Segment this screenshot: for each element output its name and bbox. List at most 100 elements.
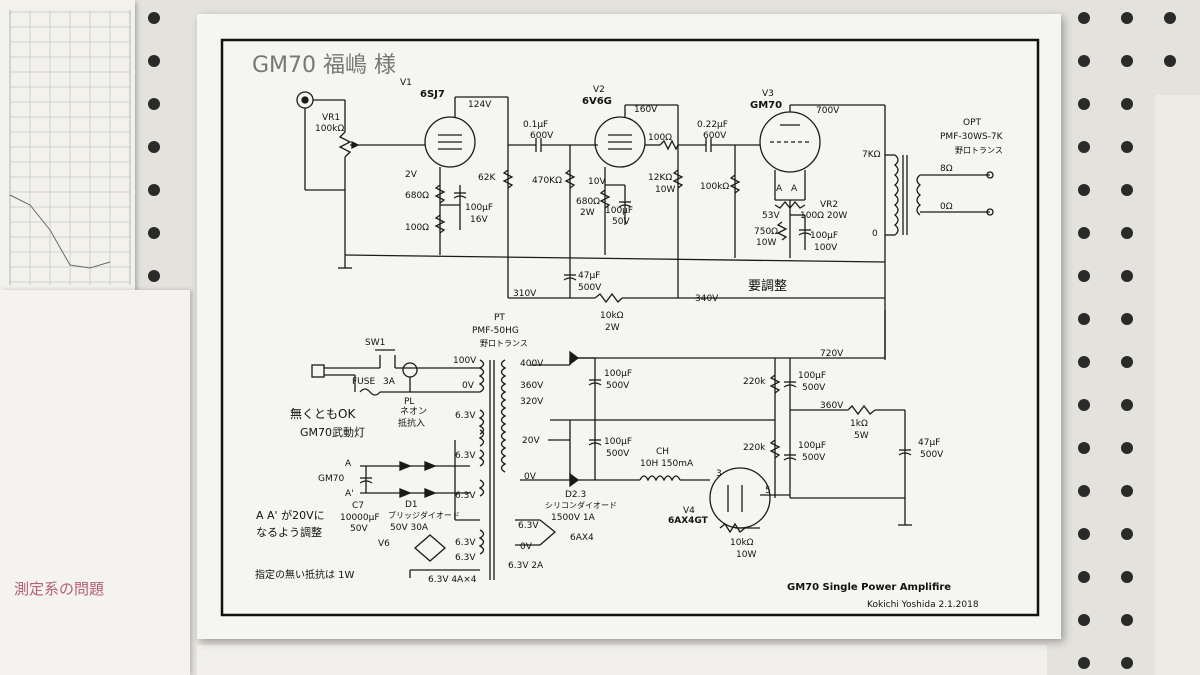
v124-label: 124V — [468, 100, 492, 110]
c100-100: 100μF — [810, 231, 838, 241]
wiring — [296, 91, 994, 580]
c100-500c-v: 500V — [606, 449, 630, 459]
pegboard-hole — [1121, 485, 1133, 497]
v1-ref: V1 — [400, 78, 412, 88]
v6-label: V6 — [378, 539, 390, 549]
v4-ref: V4 — [683, 506, 695, 516]
pegboard-hole — [1078, 485, 1090, 497]
c100-500a: 100μF — [604, 369, 632, 379]
c2-voltage: 600V — [703, 131, 727, 141]
c100-50: 100μF — [605, 206, 633, 216]
c100-500d-v: 500V — [802, 453, 826, 463]
ch: CH — [656, 447, 669, 457]
c100v: 100V — [814, 243, 838, 253]
hw-gm70-note: GM70武動灯 — [300, 425, 365, 439]
gm70-label: GM70 — [318, 474, 344, 484]
t20: 20V — [522, 436, 540, 446]
vr1-value: 100kΩ — [315, 124, 344, 134]
c1-label: 0.1μF — [523, 120, 548, 130]
c1-voltage: 600V — [530, 131, 554, 141]
pegboard-hole — [1078, 12, 1090, 24]
c47a-v: 500V — [578, 283, 602, 293]
r100-grid: 100Ω — [648, 133, 672, 143]
pegboard-hole — [1078, 313, 1090, 325]
pegboard-hole — [1078, 399, 1090, 411]
c47a: 47μF — [578, 271, 600, 281]
schematic-border — [220, 38, 1040, 617]
w2: 2W — [580, 208, 595, 218]
c100-16: 100μF — [465, 203, 493, 213]
c100-500a-v: 500V — [606, 381, 630, 391]
pegboard-hole — [1078, 657, 1090, 669]
opt-maker: 野口トランス — [955, 146, 1003, 155]
c47b-v: 500V — [920, 450, 944, 460]
pegboard-hole — [1078, 270, 1090, 282]
ax4: 6AX4 — [570, 533, 594, 543]
pegboard-hole — [1121, 184, 1133, 196]
right-sheet — [1155, 95, 1200, 675]
pegboard-hole — [1121, 313, 1133, 325]
c50v: 50V — [612, 217, 630, 227]
hw-hum: 要調整 — [748, 279, 787, 294]
r100k: 100kΩ — [700, 182, 729, 192]
z0: 0Ω — [940, 202, 953, 212]
v2-type: 6V6G — [582, 96, 612, 107]
left-graph-sheet — [0, 0, 135, 290]
c7-v: 50V — [350, 524, 368, 534]
c16v: 16V — [470, 215, 488, 225]
v310: 310V — [513, 289, 537, 299]
d23-desc: シリコンダイオード — [545, 500, 617, 510]
pegboard-hole — [148, 141, 160, 153]
neon: ネオン — [400, 406, 427, 417]
v720: 720V — [820, 349, 844, 359]
pegboard-hole — [1121, 98, 1133, 110]
pt-model: PMF-50HG — [472, 326, 519, 336]
r10k: 10kΩ — [600, 311, 624, 321]
r10k-v4-w: 10W — [736, 550, 756, 560]
pegboard-hole — [148, 12, 160, 24]
pegboard-hole — [1078, 184, 1090, 196]
sw1: SW1 — [365, 338, 385, 348]
c100-500b: 100μF — [798, 371, 826, 381]
pegboard-hole — [1164, 55, 1176, 67]
fuse-a: 3A — [383, 377, 396, 387]
d23-value: 1500V 1A — [551, 513, 596, 523]
pegboard-hole — [1121, 356, 1133, 368]
v700-label: 700V — [816, 106, 840, 116]
pegboard-hole — [1121, 12, 1133, 24]
heater-63c: 6.3V — [455, 491, 476, 501]
w10: 10W — [655, 185, 675, 195]
v3-ref: V3 — [762, 89, 774, 99]
pegboard-hole — [1078, 227, 1090, 239]
pegboard-hole — [1078, 528, 1090, 540]
v360: 360V — [820, 401, 844, 411]
c7-value: 10000μF — [340, 513, 380, 523]
heater-63d: 6.3V — [455, 538, 476, 548]
k7: 7KΩ — [862, 150, 881, 160]
t320: 320V — [520, 397, 544, 407]
v3-type: GM70 — [750, 100, 782, 111]
pegboard-hole — [1078, 141, 1090, 153]
hw-aa-note: A A' が20Vに — [256, 508, 325, 522]
c2-label: 0.22μF — [697, 120, 728, 130]
zero: 0 — [872, 229, 878, 239]
left-lower-sheet: 測定系の問題 — [0, 290, 190, 675]
pegboard-hole — [1121, 614, 1133, 626]
resistor-note: 指定の無い抵抗は 1W — [255, 568, 355, 581]
aa-right: A — [791, 184, 798, 194]
c100-500c: 100μF — [604, 437, 632, 447]
aa2: A' — [345, 489, 354, 499]
r12k: 12KΩ — [648, 173, 672, 183]
v4-pin-a: 3 — [716, 469, 722, 479]
aa-left: A — [776, 184, 783, 194]
heater-63e: 6.3V — [455, 553, 476, 563]
d23: D2.3 — [565, 490, 586, 500]
ax4-63: 6.3V — [518, 521, 539, 531]
v2-ref: V2 — [593, 85, 605, 95]
r1k: 1kΩ — [850, 419, 868, 429]
r680-v2: 680Ω — [576, 197, 600, 207]
pegboard-hole — [148, 270, 160, 282]
pegboard-hole — [148, 227, 160, 239]
hw-aa-note2: なるよう調整 — [256, 525, 322, 539]
